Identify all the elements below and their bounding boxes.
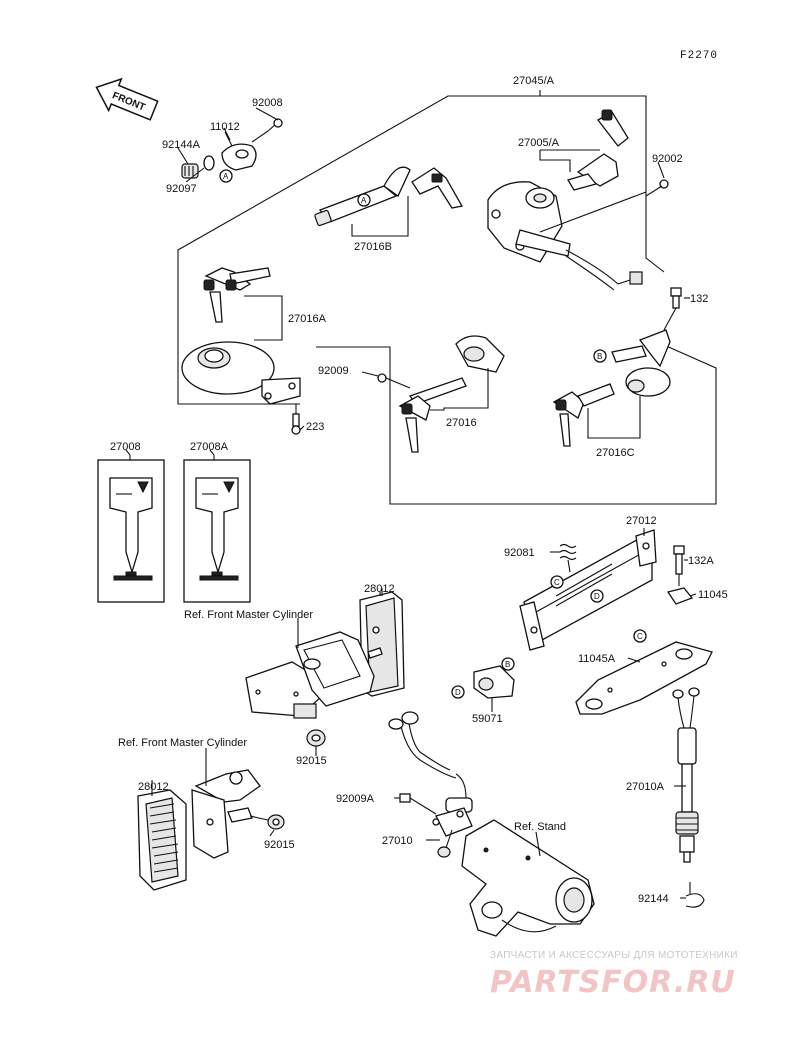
svg-text:B: B	[597, 352, 602, 361]
label-223: 223	[306, 421, 324, 433]
cover-11012	[221, 143, 257, 171]
lock-cylinder-27016b: A	[314, 166, 464, 227]
screw-223	[291, 404, 301, 435]
label-132: 132	[690, 293, 708, 305]
svg-text:A: A	[361, 196, 367, 205]
svg-text:B: B	[505, 660, 510, 669]
label-92009: 92009	[318, 365, 349, 377]
label-92002: 92002	[652, 153, 683, 165]
ignition-switch-27005a	[487, 109, 643, 291]
label-27010: 27010	[382, 835, 413, 847]
callout-a-marker: A	[219, 169, 233, 183]
svg-text:C: C	[554, 578, 560, 587]
label-27016b: 27016B	[354, 241, 392, 253]
front-arrow-icon: FRONT	[95, 77, 159, 121]
label-27012: 27012	[626, 515, 657, 527]
seat-lock-27016	[377, 335, 505, 453]
bracket-27012	[519, 529, 657, 651]
reflector-28012-bottom	[137, 786, 187, 891]
ref-stand-label: Ref. Stand	[514, 821, 566, 833]
spring-92081	[559, 543, 577, 573]
watermark-tagline: ЗАПЧАСТИ И АКСЕССУАРЫ ДЛЯ МОТОТЕХНИКИ	[490, 950, 738, 961]
bracket-master-cylinder-top	[245, 631, 383, 719]
label-92015-bottom: 92015	[264, 839, 295, 851]
clip-92144	[685, 882, 705, 908]
label-11012: 11012	[210, 121, 240, 133]
label-59071: 59071	[472, 713, 503, 725]
part-labels: 27045/A 92008 11012 92144A 92097 27005/A…	[110, 75, 728, 905]
screw-92002	[645, 179, 669, 197]
label-27016a: 27016A	[288, 313, 327, 325]
callout-c-marker: C	[550, 575, 564, 589]
ref-stand-part	[461, 819, 595, 937]
label-11045a: 11045A	[578, 653, 616, 665]
label-132a: 132A	[688, 555, 714, 567]
kit-bracket-27045a	[177, 90, 541, 268]
label-27045a: 27045/A	[513, 75, 555, 87]
bracket-master-cylinder-bottom	[191, 769, 261, 859]
ref-front-master-cylinder-bottom: Ref. Front Master Cylinder	[118, 737, 247, 749]
label-27005a: 27005/A	[518, 137, 560, 149]
label-27008a: 27008A	[190, 441, 229, 453]
nut-92015-bottom	[249, 814, 285, 830]
label-92144a: 92144A	[162, 139, 201, 151]
switch-59071: B D	[451, 657, 515, 708]
svg-text:A: A	[223, 172, 229, 181]
bolt-132	[663, 287, 682, 331]
plate-11045a: C	[575, 629, 713, 715]
label-11045: 11045	[698, 589, 728, 601]
label-92015-top: 92015	[296, 755, 327, 767]
screw-92008	[251, 118, 283, 143]
screw-92009a	[399, 793, 437, 815]
label-92009a: 92009A	[336, 793, 375, 805]
label-27016: 27016	[446, 417, 477, 429]
label-27010a: 27010A	[626, 781, 665, 793]
svg-text:D: D	[455, 688, 461, 697]
label-27016c: 27016C	[596, 447, 635, 459]
key-card-27008	[97, 459, 165, 603]
label-27008: 27008	[110, 441, 141, 453]
callout-d-marker: D	[590, 589, 604, 603]
helmet-lock-27016c: B	[552, 329, 671, 447]
label-92097: 92097	[166, 183, 197, 195]
label-92144: 92144	[638, 893, 669, 905]
label-28012-bottom: 28012	[138, 781, 169, 793]
label-28012-top: 28012	[364, 583, 395, 595]
svg-text:C: C	[637, 632, 643, 641]
key-card-27008a	[183, 459, 251, 603]
ref-front-master-cylinder-top: Ref. Front Master Cylinder	[184, 609, 313, 621]
switch-27010a	[672, 687, 700, 863]
bolt-132a	[673, 545, 685, 586]
fuel-cap-27016a	[181, 267, 301, 405]
stand-switch-27010	[388, 711, 473, 858]
nut-92015-top	[306, 729, 326, 752]
clip-11045	[666, 587, 694, 605]
plug-92144a	[181, 163, 199, 179]
washer-92097	[203, 155, 215, 171]
svg-text:D: D	[594, 592, 600, 601]
label-92081: 92081	[504, 547, 535, 559]
diagram-code: F2270	[680, 50, 718, 62]
leader-lines	[125, 107, 697, 899]
label-92008: 92008	[252, 97, 283, 109]
watermark-logo: PARTSFOR.RU	[490, 965, 736, 1000]
